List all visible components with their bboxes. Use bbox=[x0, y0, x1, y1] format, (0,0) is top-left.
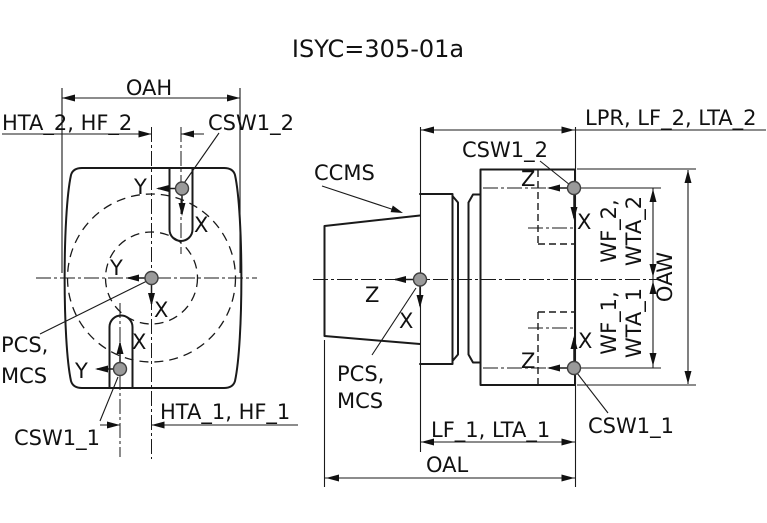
csw1-2-origin-marker-side bbox=[566, 180, 582, 196]
pcs-mcs-origin-marker-front bbox=[144, 270, 159, 286]
pcs-mcs-origin-marker-side bbox=[412, 272, 428, 287]
label-ccms: CCMS bbox=[314, 161, 375, 185]
front-view: OAH HTA_2, HF_2 CSW1_2 HTA_1, HF_1 CSW1_… bbox=[1, 76, 298, 459]
front-view-dimension-lines bbox=[2, 88, 298, 426]
label-csw1-1-front: CSW1_1 bbox=[14, 426, 100, 451]
axis-label-x-top: X bbox=[194, 213, 208, 237]
dim-label-wta2: WTA_2 bbox=[622, 196, 647, 266]
dim-label-wf1: WF_1, bbox=[597, 291, 622, 354]
label-csw1-2-side: CSW1_2 bbox=[462, 138, 548, 163]
axis-label-y-bottom: Y bbox=[74, 359, 88, 383]
axis-label-z-top: Z bbox=[521, 167, 535, 191]
flange-neck-outline bbox=[419, 193, 482, 365]
label-csw1-1-side: CSW1_1 bbox=[588, 414, 674, 439]
axis-label-x-center-side: X bbox=[399, 309, 413, 333]
axis-label-y-center: Y bbox=[109, 256, 123, 280]
axis-label-z-center: Z bbox=[365, 283, 379, 307]
label-pcs-side: PCS, bbox=[337, 362, 384, 386]
dim-label-wta1: WTA_1 bbox=[622, 288, 647, 358]
label-pcs-front: PCS, bbox=[1, 333, 48, 357]
side-view: CCMS LPR, LF_2, LTA_2 CSW1_2 LF_1, LTA_1… bbox=[313, 106, 766, 487]
dim-label-oaw: OAW bbox=[653, 252, 677, 302]
axis-label-x-top-side: X bbox=[577, 210, 591, 234]
front-view-arrowheads bbox=[62, 94, 240, 429]
side-view-hidden-slots bbox=[537, 170, 575, 385]
front-bottom-slot bbox=[108, 314, 134, 389]
side-view-arrowheads bbox=[326, 126, 692, 482]
dim-label-oal: OAL bbox=[426, 453, 469, 477]
axis-label-y-top: Y bbox=[133, 175, 147, 199]
taper-cone-outline bbox=[323, 214, 421, 345]
csw1-1-origin-marker-side bbox=[566, 360, 582, 376]
dim-label-wf2: WF_2, bbox=[597, 199, 622, 262]
dim-label-hta1-hf1: HTA_1, HF_1 bbox=[160, 400, 290, 425]
dim-label-lpr-lf2-lta2: LPR, LF_2, LTA_2 bbox=[585, 106, 757, 131]
outer-pitch-circle bbox=[66, 193, 237, 363]
label-mcs-front: MCS bbox=[1, 364, 47, 388]
drawing-title: ISYC=305-01a bbox=[292, 35, 464, 63]
inner-pitch-circle bbox=[104, 231, 199, 325]
label-mcs-side: MCS bbox=[337, 389, 383, 413]
axis-label-x-center: X bbox=[154, 298, 168, 322]
front-top-slot bbox=[168, 167, 194, 242]
axis-label-x-bottom-side: X bbox=[578, 329, 592, 353]
axis-label-z-bottom: Z bbox=[521, 349, 535, 373]
label-csw1-2-front: CSW1_2 bbox=[208, 111, 294, 136]
dim-label-lf1-lta1: LF_1, LTA_1 bbox=[431, 418, 550, 443]
dim-label-hta2-hf2: HTA_2, HF_2 bbox=[2, 111, 132, 136]
front-body-outline bbox=[63, 167, 243, 389]
dim-label-oah: OAH bbox=[126, 76, 172, 100]
csw1-1-origin-marker-front bbox=[112, 361, 128, 377]
axis-label-x-bottom: X bbox=[132, 330, 146, 354]
csw1-2-origin-marker-front bbox=[174, 181, 190, 196]
